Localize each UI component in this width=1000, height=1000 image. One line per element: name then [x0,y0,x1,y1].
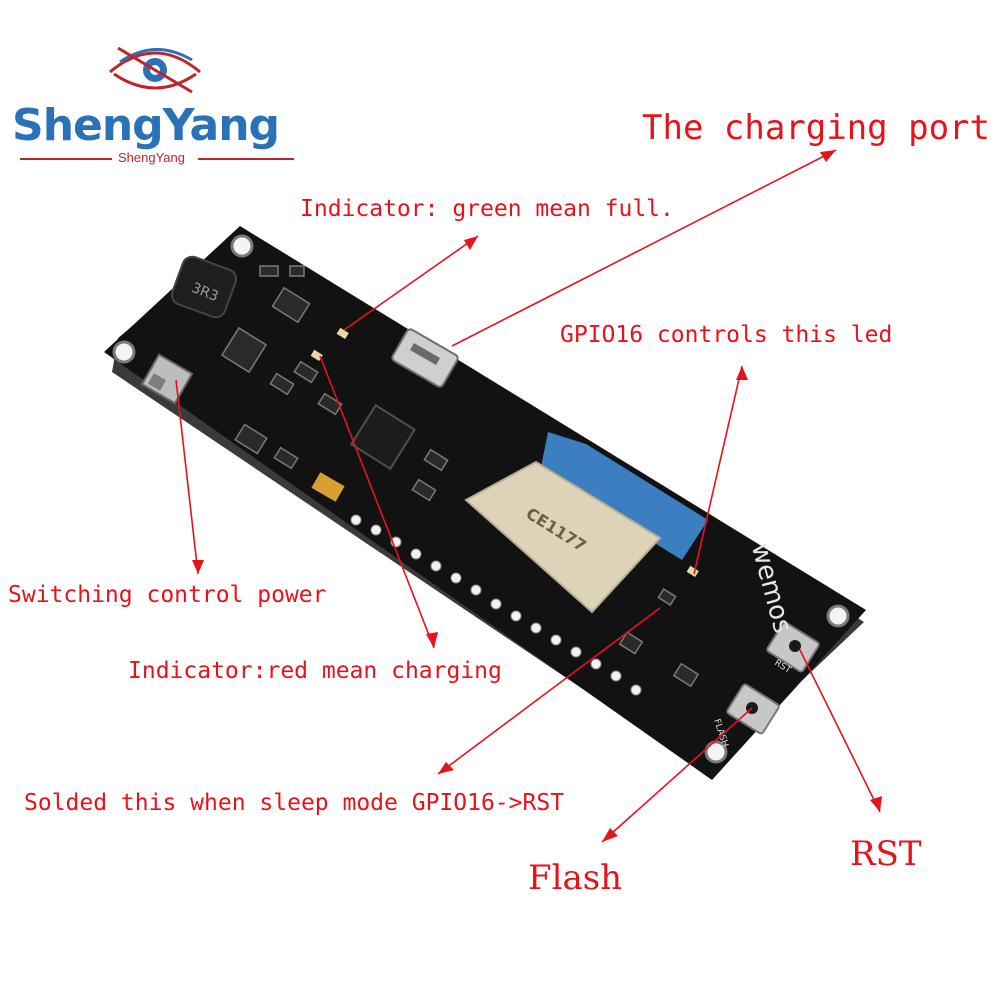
logo-eye-icon [109,46,201,94]
label-charging-port: The charging port [642,108,990,148]
label-red-indicator: Indicator:red mean charging [128,658,502,684]
charger-ic [349,403,417,471]
esp-module: CE1177 [464,460,662,614]
pin-header [350,514,642,696]
label-rst: RST [850,834,922,874]
wifi-antenna [540,432,708,560]
label-gpio16-led: GPIO16 controls this led [560,322,893,348]
rst-button [766,621,820,673]
gpio16-led [686,565,699,578]
label-flash: Flash [528,858,623,898]
label-solder: Solded this when sleep mode GPIO16->RST [24,790,565,816]
tantalum-capacitor [311,472,345,502]
brand-name: ShengYang [12,100,280,151]
brand-rule-right [198,158,294,160]
annotation-arrows [175,149,881,843]
power-switch [140,353,194,405]
label-switching: Switching control power [8,582,327,608]
red-led [310,349,323,362]
brand-rule-left [20,158,112,160]
inductor: 3R3 [170,255,238,319]
brand-sub: ShengYang [118,150,185,165]
label-green-indicator: Indicator: green mean full. [300,196,674,222]
green-led [336,327,349,340]
usb-port [391,328,459,388]
